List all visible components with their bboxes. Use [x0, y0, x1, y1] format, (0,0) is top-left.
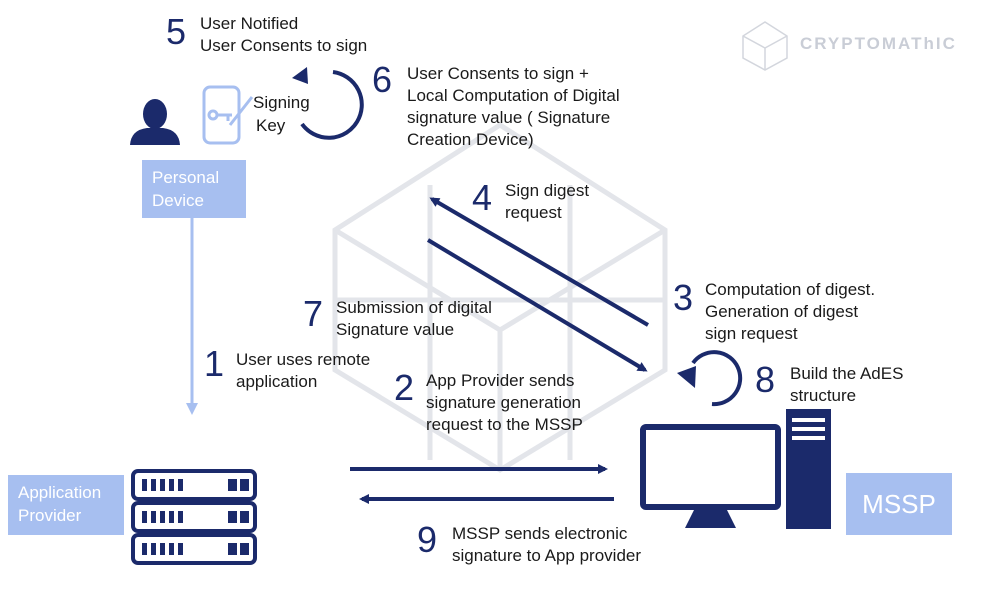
signing-key-label-1: Signing	[253, 93, 310, 112]
application-provider-box: Application Provider	[8, 475, 124, 535]
step-2-line-2: signature generation	[426, 393, 582, 412]
step-3-line-3: sign request	[705, 324, 798, 343]
step-3-line-2: Generation of digest	[705, 302, 859, 321]
step-3-number: 3	[673, 277, 694, 318]
personal-device-label-1: Personal	[152, 168, 220, 187]
step-6-line-1: User Consents to sign +	[407, 64, 589, 83]
step-4-line-1: Sign digest	[505, 181, 590, 200]
step-6-line-3: signature value ( Signature	[407, 108, 611, 127]
step-2-line-3: request to the MSSP	[426, 415, 583, 434]
rotate-arrow-icon	[292, 67, 364, 140]
arrow-sign-digest-request	[429, 197, 650, 327]
server-stack-icon	[131, 469, 257, 565]
monitor-icon	[640, 424, 781, 528]
signing-key-label-2: Key	[256, 116, 286, 135]
cryptomathic-logo-icon	[742, 21, 788, 71]
step-1-number: 1	[204, 343, 225, 384]
step-6-line-4: Creation Device)	[407, 130, 534, 149]
step-8-line-1: Build the AdES	[790, 364, 904, 383]
mssp-box: MSSP	[846, 473, 952, 535]
step-4-line-2: request	[505, 203, 562, 222]
arrow-submission-signature	[426, 238, 648, 372]
phone-key-icon	[202, 85, 254, 145]
personal-device-box: Personal Device	[142, 160, 246, 218]
step-7-line-1: Submission of digital	[336, 298, 492, 317]
step-5-line-2: User Consents to sign	[200, 36, 368, 55]
step-2-line-1: App Provider sends	[426, 371, 575, 390]
step-8-line-2: structure	[790, 386, 857, 405]
user-icon	[130, 99, 180, 145]
step-1-line-1: User uses remote	[236, 350, 371, 369]
step-5-number: 5	[166, 11, 187, 52]
step-5-line-1: User Notified	[200, 14, 299, 33]
step-8-number: 8	[755, 359, 776, 400]
step-6-line-2: Local Computation of Digital	[407, 86, 620, 105]
application-provider-label-1: Application	[18, 483, 102, 502]
brand-logo: CRYPTOMAThIC	[800, 34, 957, 53]
rotate-arrow-icon-mssp	[677, 350, 743, 407]
computer-tower-icon	[786, 409, 831, 529]
step-4-number: 4	[472, 177, 493, 218]
application-provider-label-2: Provider	[18, 506, 82, 525]
personal-device-label-2: Device	[152, 191, 204, 210]
step-3-line-1: Computation of digest.	[705, 280, 876, 299]
step-9-line-1: MSSP sends electronic	[452, 524, 628, 543]
step-9-line-2: signature to App provider	[452, 546, 642, 565]
step-6-number: 6	[372, 59, 393, 100]
step-1-line-2: application	[236, 372, 318, 391]
step-7-number: 7	[303, 293, 324, 334]
step-2-number: 2	[394, 367, 415, 408]
step-9-number: 9	[417, 519, 438, 560]
step-7-line-2: Signature value	[336, 320, 455, 339]
